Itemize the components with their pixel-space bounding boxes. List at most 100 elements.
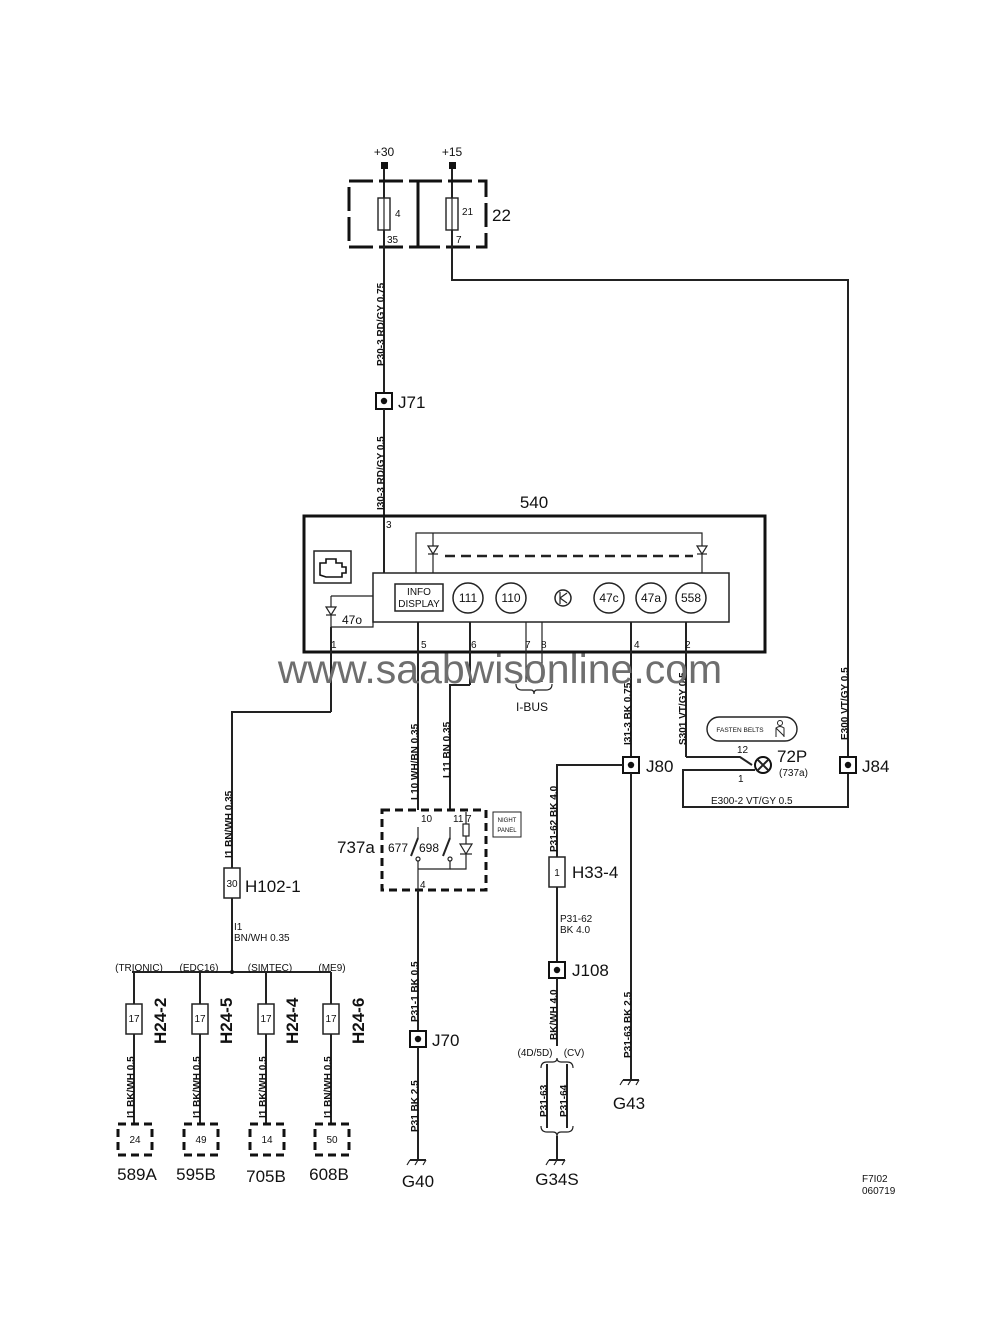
connector-h102-pin: 30 [226, 879, 238, 890]
info-display-line1: INFO [407, 587, 431, 598]
switch-737a-id: 737a [337, 838, 375, 857]
g34s-bottom-bracket [540, 1125, 574, 1137]
night-panel-box [492, 811, 522, 838]
ground-g40-label: G40 [402, 1172, 434, 1191]
variant-simtec: (SIMTEC) [248, 963, 292, 974]
footer-code: F7I02 [862, 1174, 888, 1185]
lamp-72p-id: 72P [777, 747, 807, 766]
ground-g40-icon [406, 1159, 427, 1166]
branch-h24-5-ecu: 595B [176, 1165, 216, 1184]
connector-h102-id: H102-1 [245, 877, 301, 896]
wire-p31-62-upper: P31-62 BK 4.0 [549, 785, 560, 852]
branch-h24-5-wire: I1 BK/WH 0.5 [192, 1056, 203, 1118]
night-panel-led-icon [450, 812, 474, 870]
wire-p31-1-label: P31-1 BK 0.5 [410, 961, 421, 1022]
svg-text:47c: 47c [599, 591, 618, 605]
ibus-bracket [515, 683, 553, 695]
branch-h24-6-ecu-pin: 50 [326, 1135, 338, 1146]
wire-i1-upper-label: I1 BN/WH 0.35 [224, 790, 235, 858]
variant-me9: (ME9) [318, 963, 345, 974]
gauge-47c: 47c [593, 582, 625, 614]
night-panel-line2: PANEL [497, 828, 517, 834]
pin-5: 5 [421, 640, 427, 651]
branch-h24-4-pin: 17 [260, 1014, 272, 1025]
connector-h33-pin: 1 [554, 868, 560, 879]
pin-6: 6 [471, 640, 477, 651]
wire-p31-label: P31 BK 2.5 [410, 1080, 421, 1132]
branch-h24-4-wire: I1 BK/WH 0.5 [258, 1056, 269, 1118]
ground-g34s-icon [545, 1159, 566, 1166]
branch-h24-2-conn: H24-2 [151, 998, 170, 1044]
terminal-30-marker [381, 162, 388, 169]
switch-contact-698: 698 [419, 841, 439, 855]
wire-p31-63-g34: P31-63 [539, 1084, 550, 1117]
svg-text:558: 558 [681, 591, 701, 605]
branch-h24-5-ecu-pin: 49 [195, 1135, 207, 1146]
lamp-72p-icon [754, 756, 772, 774]
gauge-110: 110 [495, 582, 527, 614]
wire-i1-lower-a: I1 [234, 922, 243, 933]
branch-h24-5 [182, 972, 220, 1157]
wire-p31-63-right: P31-63 BK 2.5 [623, 991, 634, 1058]
module-540-id: 540 [520, 493, 548, 512]
module-540-frame [302, 514, 767, 654]
fasten-belts-label: FASTEN BELTS [716, 727, 764, 734]
pin-3: 3 [386, 520, 392, 531]
wire-i1-lower-b: BN/WH 0.35 [234, 933, 290, 944]
night-panel-line1: NIGHT [498, 818, 517, 824]
wire-p30-3-label: P30-3 RD/GY 0.75 [376, 282, 387, 366]
splice-j71-label: J71 [398, 393, 425, 412]
gauge-558: 558 [675, 582, 707, 614]
footer-date: 060719 [862, 1186, 896, 1197]
wire-p31-64-g34: P31-64 [559, 1084, 570, 1117]
switch-contacts-icon [410, 827, 453, 890]
switch-contact-677: 677 [388, 841, 408, 855]
branch-h24-4-ecu: 705B [246, 1167, 286, 1186]
branch-h24-2-ecu: 589A [117, 1165, 157, 1184]
branch-h24-6-conn: H24-6 [349, 998, 368, 1044]
info-display-line2: DISPLAY [398, 599, 440, 610]
connector-h33-id: H33-4 [572, 863, 618, 882]
wire-s301-label: S301 VT/GY 0.5 [678, 672, 689, 745]
microprocessor-icon [554, 589, 572, 607]
bulb-47o-label: 47o [342, 613, 362, 627]
lamp-pin-1: 1 [738, 774, 744, 785]
bulb-47o-icon [324, 595, 374, 628]
backlight-led-right-icon [695, 545, 709, 573]
branch-h24-2 [116, 972, 154, 1157]
switch-pin-7: 7 [466, 814, 472, 825]
fuse-b-number: 21 [462, 207, 474, 218]
pin-1: 1 [331, 640, 337, 651]
ibus-label: I-BUS [516, 700, 548, 714]
ground-g43-icon [619, 1079, 640, 1086]
pin-2: 2 [685, 640, 691, 651]
terminal-15-label: +15 [442, 145, 463, 159]
ground-g34s-label: G34S [535, 1170, 578, 1189]
switch-pin-11: 11 [453, 814, 464, 825]
pin-8: 8 [541, 640, 547, 651]
wire-bkwh-4-label: BK/WH 4.0 [549, 989, 560, 1040]
branch-h24-6 [313, 972, 351, 1157]
svg-text:110: 110 [501, 591, 520, 605]
wire-e300-label: E300 VT/GY 0.5 [840, 667, 851, 740]
variant-4d5d: (4D/5D) [517, 1048, 552, 1059]
svg-text:47a: 47a [641, 591, 661, 605]
splice-j80-label: J80 [646, 757, 673, 776]
branch-h24-2-ecu-pin: 24 [129, 1135, 141, 1146]
terminal-15-marker [449, 162, 456, 169]
wire-l10-label: L10 WH/BN 0.35 [410, 723, 421, 800]
pin-4: 4 [634, 640, 640, 651]
svg-text:111: 111 [459, 591, 478, 605]
pin-7: 7 [525, 640, 531, 651]
gauge-111: 111 [452, 582, 484, 614]
branch-h24-5-pin: 17 [194, 1014, 206, 1025]
variant-trionic: (TRIONIC) [115, 963, 163, 974]
wire-e300-2-label: E300-2 VT/GY 0.5 [711, 796, 793, 807]
wire-i30-3-label: I30-3 RD/GY 0.5 [376, 436, 387, 510]
branch-h24-6-wire: I1 BN/WH 0.5 [323, 1056, 334, 1118]
branch-h24-6-ecu: 608B [309, 1165, 349, 1184]
fuse-b-pin: 7 [456, 235, 462, 246]
lamp-72p-sub: (737a) [779, 768, 808, 779]
gauge-47a: 47a [635, 582, 667, 614]
